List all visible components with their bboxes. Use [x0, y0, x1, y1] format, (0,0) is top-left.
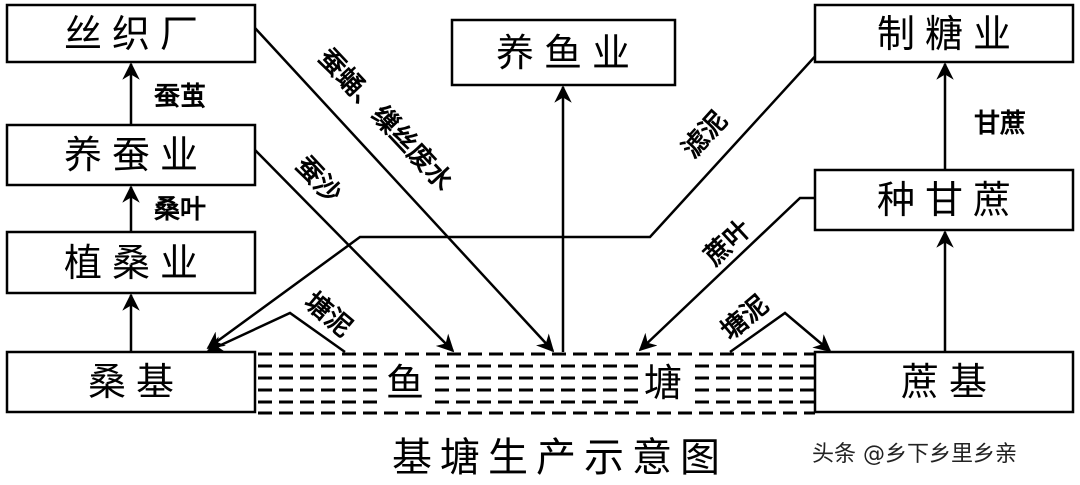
label-pond-mud-left: 塘泥 — [298, 286, 358, 343]
label-pond-mud-right: 塘泥 — [715, 289, 775, 346]
box-silk-factory: 丝织厂 — [5, 3, 257, 64]
box-label: 种甘蔗 — [877, 178, 1021, 222]
box-sugarcane-growing: 种甘蔗 — [813, 168, 1075, 232]
box-label: 制糖业 — [877, 12, 1021, 56]
label-silkworm-excrement: 蚕沙 — [289, 150, 347, 209]
box-sugar-industry: 制糖业 — [813, 3, 1075, 64]
arrows — [122, 27, 954, 354]
pond-char-pond: 塘 — [644, 361, 692, 405]
box-label: 植桑业 — [64, 241, 208, 285]
box-label: 丝织厂 — [64, 12, 208, 56]
box-sugarcane-dike: 蔗基 — [813, 350, 1075, 414]
pond-char-fish: 鱼 — [386, 361, 434, 405]
box-sericulture: 养蚕业 — [5, 123, 257, 187]
pond: 鱼 塘 — [258, 352, 815, 415]
diagram-title: 基塘生产示意图 — [392, 435, 728, 481]
label-cane-leaf: 蔗叶 — [699, 214, 758, 271]
box-label: 养蚕业 — [64, 133, 208, 177]
box-label: 桑基 — [88, 360, 184, 404]
watermark: 头条 @乡下乡里乡亲 — [812, 442, 1017, 467]
label-sugarcane: 甘蔗 — [974, 109, 1026, 139]
label-mulberry-leaf: 桑叶 — [154, 195, 206, 225]
box-mulberry-dike: 桑基 — [5, 350, 257, 414]
box-label: 养鱼业 — [496, 31, 640, 75]
label-cocoon: 蚕茧 — [153, 82, 206, 112]
box-label: 蔗基 — [901, 360, 997, 404]
box-mulberry-growing: 植桑业 — [5, 230, 257, 295]
box-fish-farming: 养鱼业 — [450, 18, 677, 87]
